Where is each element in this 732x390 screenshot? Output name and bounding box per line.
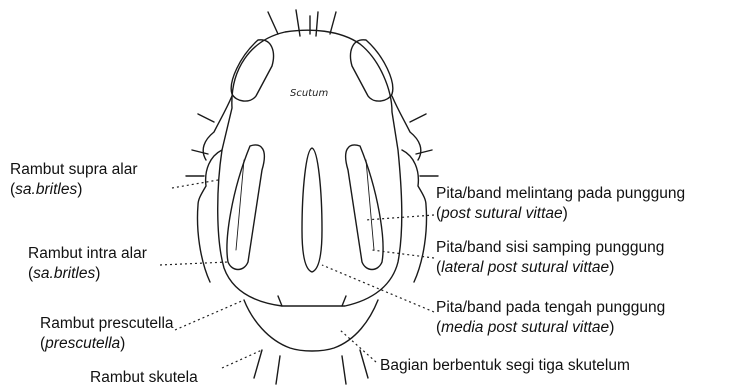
label-lateral-post-sutural: Pita/band sisi samping punggung (lateral… <box>436 238 664 278</box>
label-media-post-sutural-line2: (media post sutural vittae) <box>436 318 665 338</box>
right-side-segments <box>392 96 427 282</box>
label-skutelum: Bagian berbentuk segi tiga skutelum <box>380 356 630 376</box>
label-prescutella: Rambut prescutella (prescutella) <box>40 314 174 354</box>
label-supra-alar-line2: (sa.britles) <box>10 180 138 200</box>
label-post-sutural-line1: Pita/band melintang pada punggung <box>436 184 685 204</box>
label-skutela-line1: Rambut skutela <box>90 368 198 388</box>
left-vitta-band <box>227 145 264 270</box>
label-media-post-sutural-line1: Pita/band pada tengah punggung <box>436 298 665 318</box>
label-supra-alar-line1: Rambut supra alar <box>10 160 138 180</box>
label-intra-alar: Rambut intra alar (sa.britles) <box>28 244 147 284</box>
scutum-outline <box>218 30 402 306</box>
label-post-sutural-line2: (post sutural vittae) <box>436 204 685 224</box>
label-intra-alar-line2: (sa.britles) <box>28 264 147 284</box>
right-shoulder-lobe <box>351 40 393 101</box>
scutum-label: Scutum <box>290 88 328 99</box>
label-prescutella-line2: (prescutella) <box>40 334 174 354</box>
label-media-post-sutural: Pita/band pada tengah punggung (media po… <box>436 298 665 338</box>
right-vitta-band <box>346 145 383 270</box>
label-prescutella-line1: Rambut prescutella <box>40 314 174 334</box>
label-skutela: Rambut skutela <box>90 368 198 388</box>
median-stripe <box>302 148 322 272</box>
label-intra-alar-line1: Rambut intra alar <box>28 244 147 264</box>
label-lateral-post-sutural-line2: (lateral post sutural vittae) <box>436 258 664 278</box>
label-post-sutural: Pita/band melintang pada punggung (post … <box>436 184 685 224</box>
label-skutelum-line1: Bagian berbentuk segi tiga skutelum <box>380 356 630 376</box>
label-supra-alar: Rambut supra alar (sa.britles) <box>10 160 138 200</box>
label-lateral-post-sutural-line1: Pita/band sisi samping punggung <box>436 238 664 258</box>
scutellum <box>244 300 378 351</box>
